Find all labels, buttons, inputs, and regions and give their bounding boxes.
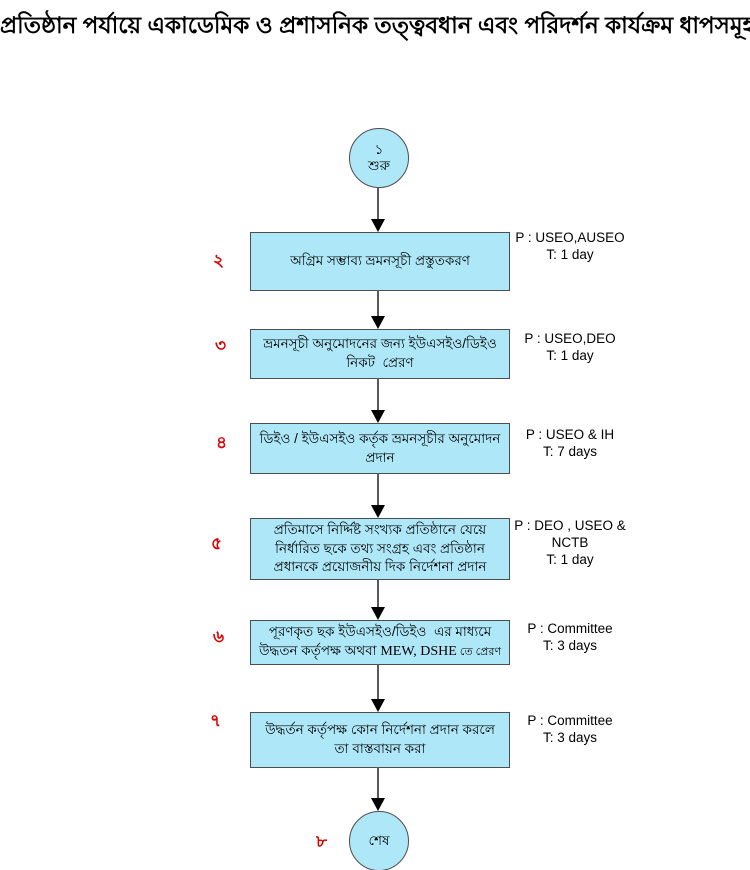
- step-5-box: প্রতিমাসে নির্দ্দিষ্ট সংখ্যক প্রতিষ্ঠানে…: [250, 518, 510, 580]
- step-4-annotation-t: T: 7 days: [542, 444, 598, 459]
- step-6-text-line2: উদ্ধতন কর্তৃপক্ষ অথবা MEW, DSHE তে প্রের…: [259, 642, 501, 662]
- step-5-annotation-t: T: 1 day: [546, 552, 594, 567]
- arrow-step5-to-step6: [371, 579, 385, 620]
- step-2-text: অগ্রিম সম্ভাব্য ভ্রমনসূচী প্রস্তুতকরণ: [290, 253, 470, 269]
- arrow-step3-to-step4: [371, 378, 385, 423]
- end-node-number: ৮: [316, 832, 328, 851]
- step-2-annotation: P : USEO,AUSEO T: 1 day: [503, 229, 637, 263]
- step-7-text-line1: উদ্ধর্তন কর্তৃপক্ষ কোন নির্দেশনা প্রদান …: [265, 722, 495, 738]
- step-2-annotation-p: P : USEO,AUSEO: [515, 230, 625, 245]
- step-6-annotation: P : Committee T: 3 days: [503, 620, 637, 654]
- start-node-label: শুরু: [368, 158, 390, 173]
- end-node: শেষ: [349, 811, 409, 870]
- step-6-annotation-p: P : Committee: [527, 621, 613, 636]
- step-6-text-bn1: উদ্ধতন কর্তৃপক্ষ অথবা: [258, 643, 381, 659]
- step-7-annotation-t: T: 3 days: [542, 730, 598, 745]
- step-3-text-line1: ভ্রমনসূচী অনুমোদনের জন্য ইউএসইও/ডিইও: [263, 336, 497, 352]
- step-6-text-latin: MEW, DSHE: [380, 644, 457, 660]
- step-2-box: অগ্রিম সম্ভাব্য ভ্রমনসূচী প্রস্তুতকরণ: [250, 232, 510, 291]
- step-6-number: ৬: [213, 627, 225, 646]
- step-5-text-line1: প্রতিমাসে নির্দ্দিষ্ট সংখ্যক প্রতিষ্ঠানে…: [273, 521, 487, 537]
- page-title: প্রতিষ্ঠান পর্যায়ে একাডেমিক ও প্রশাসনিক…: [0, 12, 750, 38]
- step-7-box: উদ্ধর্তন কর্তৃপক্ষ কোন নির্দেশনা প্রদান …: [250, 712, 510, 768]
- step-5-annotation-p1: P : DEO , USEO &: [514, 518, 626, 533]
- arrow-step4-to-step5: [371, 473, 385, 518]
- start-node-number: ১: [374, 142, 384, 158]
- step-5-text-line2: নির্ধারিত ছকে তথ্য সংগ্রহ এবং প্রতিষ্ঠান: [275, 540, 485, 556]
- step-3-number: ৩: [215, 336, 227, 355]
- step-7-number: ৭: [210, 711, 222, 730]
- step-3-annotation-t: T: 1 day: [546, 348, 594, 363]
- step-4-annotation-p: P : USEO & IH: [525, 427, 615, 442]
- step-6-box: পূরণকৃত ছক ইউএসইও/ডিইও এর মাধ্যমে উদ্ধতন…: [250, 620, 510, 665]
- step-4-number: ৪: [216, 433, 228, 452]
- step-3-annotation: P : USEO,DEO T: 1 day: [503, 330, 637, 364]
- step-7-annotation-p: P : Committee: [527, 713, 613, 728]
- step-6-annotation-t: T: 3 days: [542, 638, 598, 653]
- step-4-annotation: P : USEO & IH T: 7 days: [503, 426, 637, 460]
- arrow-step2-to-step3: [371, 290, 385, 329]
- start-node: ১ শুরু: [349, 128, 409, 188]
- step-2-number: ২: [213, 251, 225, 270]
- step-4-box: ডিইও / ইউএসইও কর্তৃক ভ্রমনসূচীর অনুমোদন …: [250, 423, 510, 474]
- step-2-annotation-t: T: 1 day: [546, 247, 594, 262]
- step-3-text-line2: নিকট প্রেরণ: [346, 355, 414, 370]
- step-5-text-line3: প্রধানকে প্রয়োজনীয় দিক নির্দেশনা প্রদা…: [273, 559, 487, 575]
- step-4-text-line2: প্রদান: [365, 449, 395, 465]
- arrow-step7-to-end: [371, 767, 385, 811]
- step-6-text-bn2: তে প্রেরণ: [456, 646, 502, 659]
- step-4-text-line1: ডিইও / ইউএসইও কর্তৃক ভ্রমনসূচীর অনুমোদন: [259, 430, 501, 446]
- step-5-number: ৫: [211, 534, 223, 553]
- step-5-annotation: P : DEO , USEO & NCTB T: 1 day: [503, 517, 637, 568]
- arrow-step6-to-step7: [371, 664, 385, 712]
- step-3-annotation-p: P : USEO,DEO: [524, 331, 616, 346]
- step-3-box: ভ্রমনসূচী অনুমোদনের জন্য ইউএসইও/ডিইও নিক…: [250, 329, 510, 379]
- step-6-text-line1: পূরণকৃত ছক ইউএসইও/ডিইও এর মাধ্যমে: [268, 624, 492, 640]
- step-7-text-line2: তা বাস্তবায়ন করা: [334, 741, 426, 756]
- arrow-start-to-step2: [371, 187, 385, 232]
- step-7-annotation: P : Committee T: 3 days: [503, 712, 637, 746]
- end-node-label: শেষ: [368, 833, 390, 849]
- step-5-annotation-p2: NCTB: [551, 535, 589, 550]
